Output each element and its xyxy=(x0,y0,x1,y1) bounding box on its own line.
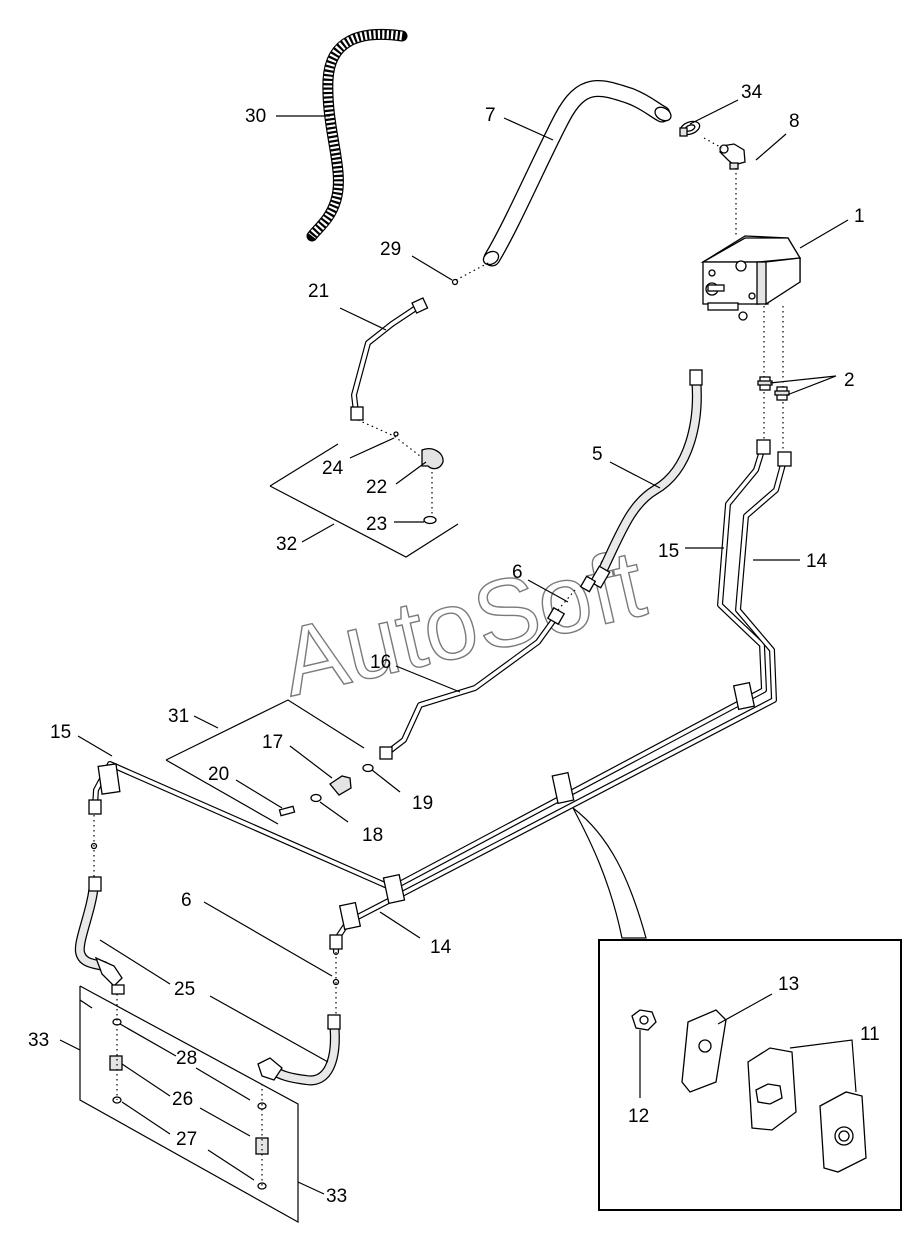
label-20: 20 xyxy=(208,764,229,785)
label-25: 25 xyxy=(174,979,195,1000)
part-labels: 1 2 5 6 6 7 8 11 12 13 14 14 15 15 16 17… xyxy=(28,82,880,1207)
hose-7 xyxy=(482,80,672,267)
label-22: 22 xyxy=(366,477,387,498)
label-11: 11 xyxy=(860,1024,880,1045)
label-14a: 14 xyxy=(806,551,828,572)
group-frames xyxy=(79,443,459,1224)
label-15b: 15 xyxy=(50,722,71,743)
label-26: 26 xyxy=(172,1089,193,1110)
label-1: 1 xyxy=(854,206,865,227)
label-12: 12 xyxy=(628,1106,649,1127)
detail-inset xyxy=(572,807,902,1211)
clamp-34 xyxy=(679,120,701,137)
label-30: 30 xyxy=(245,106,266,127)
label-29: 29 xyxy=(380,239,401,260)
label-24: 24 xyxy=(322,458,344,479)
leader-lines xyxy=(59,99,857,1195)
label-15a: 15 xyxy=(658,541,679,562)
label-5: 5 xyxy=(592,444,603,465)
line-21 xyxy=(350,297,429,421)
label-19: 19 xyxy=(412,793,433,814)
corrugated-tube-30 xyxy=(306,28,408,242)
label-6b: 6 xyxy=(181,890,192,911)
label-21: 21 xyxy=(308,281,329,302)
label-23: 23 xyxy=(366,514,387,535)
hoses-25 xyxy=(74,842,341,1086)
label-16: 16 xyxy=(370,652,391,673)
group-32-parts xyxy=(393,431,444,525)
clip-blocks xyxy=(97,681,756,931)
label-32: 32 xyxy=(276,534,297,555)
elbow-fitting-8 xyxy=(719,143,746,170)
label-27: 27 xyxy=(176,1129,197,1150)
label-6a: 6 xyxy=(512,562,523,583)
label-33b: 33 xyxy=(326,1186,347,1207)
hose-5 xyxy=(579,369,703,593)
label-18: 18 xyxy=(362,825,383,846)
label-31: 31 xyxy=(168,706,189,727)
alignment-lines xyxy=(93,137,784,1186)
label-8: 8 xyxy=(789,111,800,132)
group-31-parts xyxy=(278,763,374,817)
label-34: 34 xyxy=(741,82,763,103)
label-7: 7 xyxy=(485,105,496,126)
label-13: 13 xyxy=(778,974,799,995)
label-14b: 14 xyxy=(430,937,452,958)
adapters-2 xyxy=(757,376,790,401)
label-28: 28 xyxy=(176,1048,197,1069)
label-17: 17 xyxy=(262,732,283,753)
line-16 xyxy=(379,606,566,760)
pump-1 xyxy=(700,235,802,321)
label-33a: 33 xyxy=(28,1030,49,1051)
label-2: 2 xyxy=(844,370,855,391)
plug-29 xyxy=(451,278,459,286)
